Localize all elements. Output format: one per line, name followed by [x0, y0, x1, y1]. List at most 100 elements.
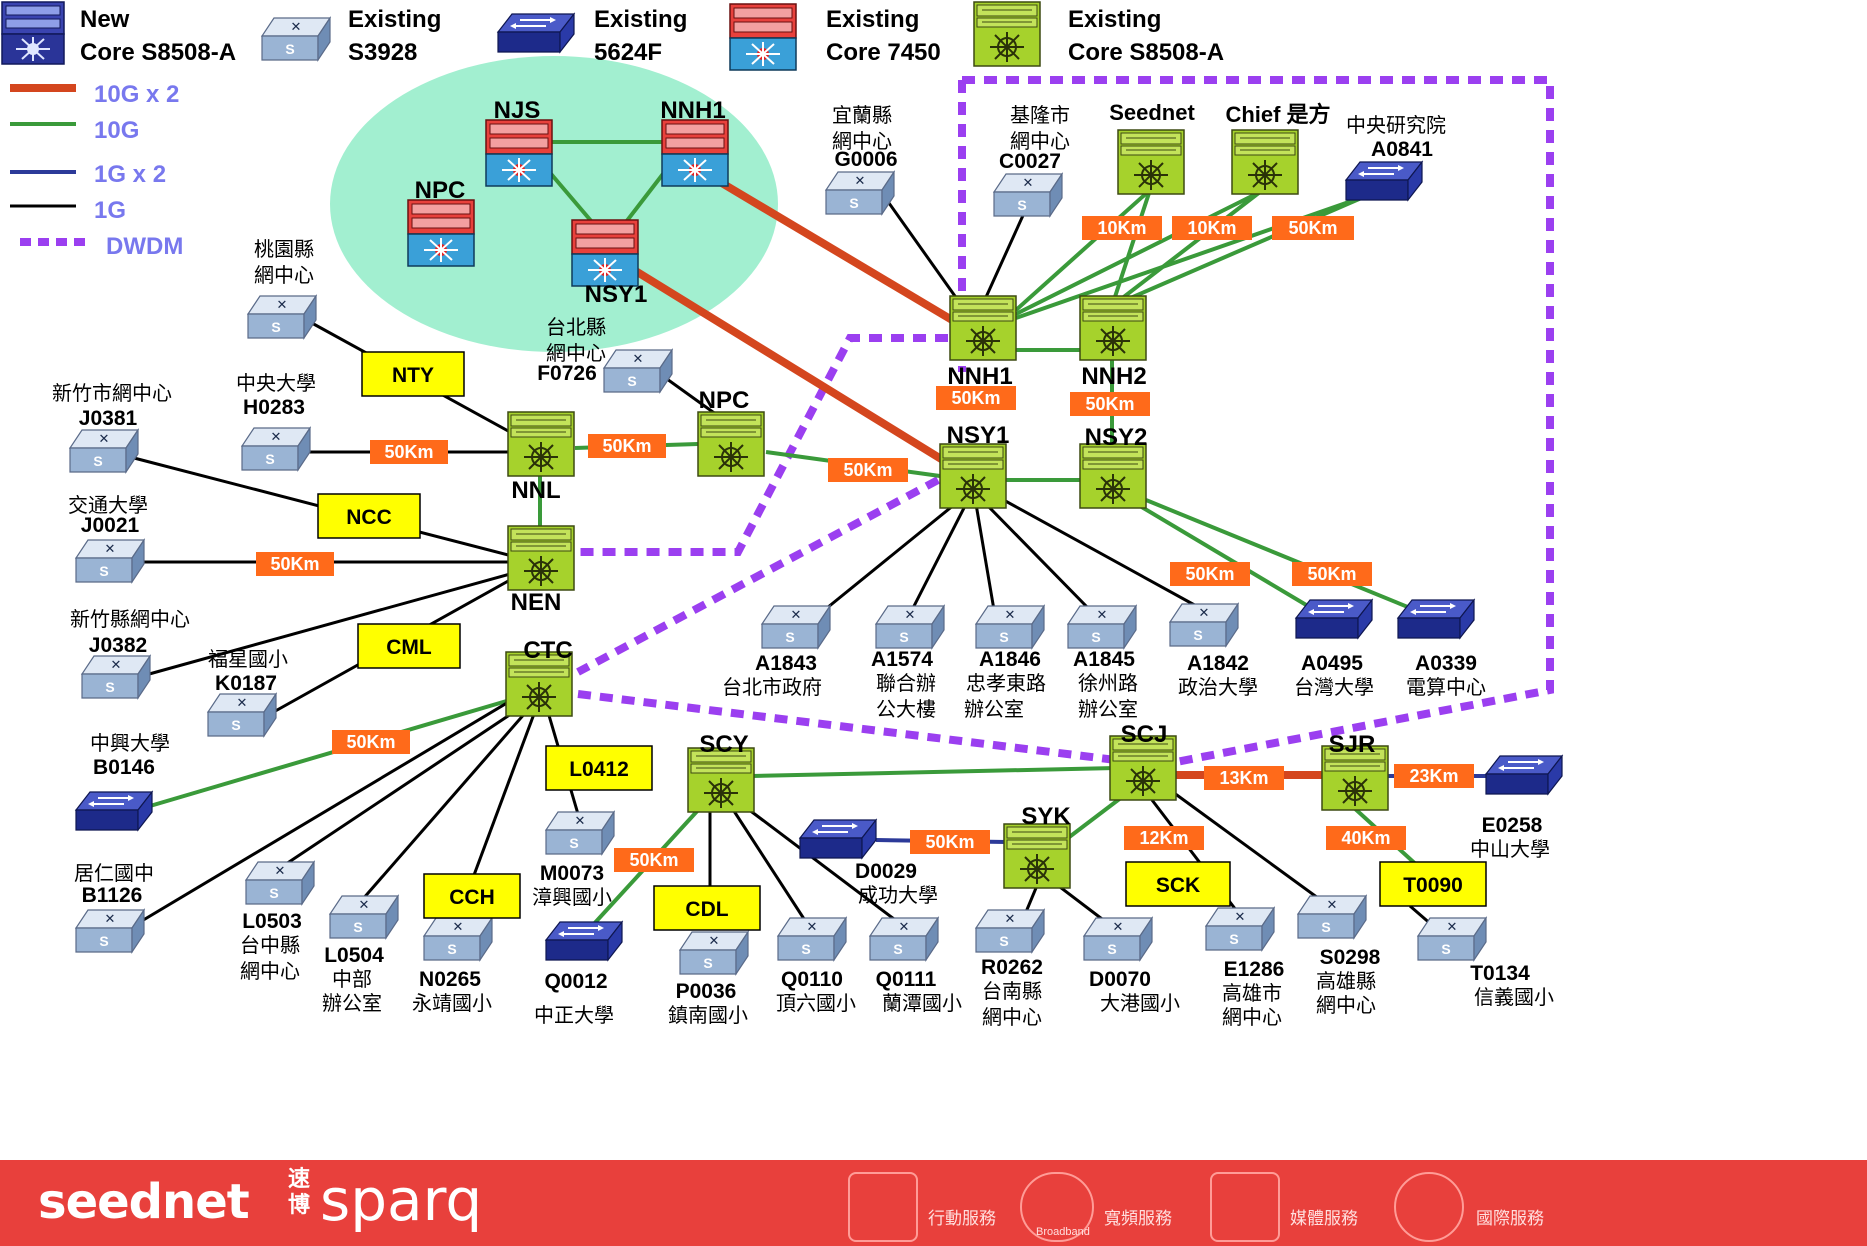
- switch-h0283[interactable]: [241, 427, 311, 471]
- switch-j0021[interactable]: [75, 539, 145, 583]
- core-seednet-label: Seednet: [1109, 100, 1195, 125]
- switch-c0027[interactable]: [993, 173, 1063, 217]
- site-a1574-cn1: 聯合辦: [876, 672, 936, 695]
- core-chief-label: Chief 是方: [1225, 102, 1330, 127]
- core-nsy1[interactable]: [939, 443, 1007, 509]
- core-syk[interactable]: [1003, 823, 1071, 889]
- 1g-links: [133, 195, 1441, 934]
- tag-d2-label: 10Km: [1187, 218, 1236, 238]
- site-t0134-cn1: 信義國小: [1474, 986, 1554, 1009]
- yellow-boxes: NTY NCC CML L0412 CCH CDL SCK T0090: [317, 351, 1487, 931]
- site-g0006-cn1: 宜蘭縣: [832, 104, 892, 127]
- site-l0503-code: L0503: [242, 910, 302, 933]
- switch-a0339[interactable]: [1397, 599, 1475, 639]
- switch-a1846[interactable]: [975, 605, 1045, 649]
- switch-a0495[interactable]: [1295, 599, 1373, 639]
- switch-a1843[interactable]: [761, 605, 831, 649]
- core-nen[interactable]: [507, 525, 575, 591]
- core-nnh1-old-label: NNH1: [660, 97, 725, 124]
- box-nty: [361, 351, 465, 397]
- switch-r0262[interactable]: [975, 909, 1045, 953]
- tag-d17: [1394, 764, 1474, 788]
- switch-a0841[interactable]: [1345, 161, 1423, 201]
- switch-e1286[interactable]: [1205, 907, 1275, 951]
- switch-l0503[interactable]: [245, 861, 315, 905]
- site-c0027-cn2: 網中心: [1010, 130, 1070, 153]
- switch-ty[interactable]: [247, 295, 317, 339]
- switch-d0070[interactable]: [1083, 917, 1153, 961]
- tag-d4: [936, 386, 1016, 410]
- core-chief[interactable]: [1231, 129, 1299, 195]
- site-r0262-code: R0262: [981, 956, 1043, 979]
- core-nnh1-old[interactable]: [661, 119, 729, 187]
- site-l0503-cn1: 台中縣: [240, 934, 300, 957]
- switch-q0110[interactable]: [777, 917, 847, 961]
- switch-a1842[interactable]: [1169, 603, 1239, 647]
- core-nnh1-label: NNH1: [947, 363, 1012, 390]
- switch-a1574[interactable]: [875, 605, 945, 649]
- switch-b0146[interactable]: [75, 791, 153, 831]
- tag-d7: [588, 434, 666, 458]
- core-nsy2[interactable]: [1079, 443, 1147, 509]
- core-npc[interactable]: [697, 411, 765, 477]
- switch-f0726[interactable]: [603, 349, 673, 393]
- site-l0504-code: L0504: [324, 944, 384, 967]
- core-npc-old-label: NPC: [415, 177, 466, 204]
- switch-t0134[interactable]: [1417, 917, 1487, 961]
- site-q0111-cn1: 蘭潭國小: [882, 992, 962, 1015]
- site-a1845-cn1: 徐州路: [1078, 672, 1138, 695]
- switch-q0111[interactable]: [869, 917, 939, 961]
- switch-d0029[interactable]: [799, 819, 877, 859]
- box-sck-label: SCK: [1156, 874, 1200, 897]
- core-nsy1-old[interactable]: [571, 219, 639, 287]
- core-nnh1[interactable]: [949, 295, 1017, 361]
- core-njs[interactable]: [485, 119, 553, 187]
- switch-p0036[interactable]: [679, 931, 749, 975]
- switch-q0012[interactable]: [545, 921, 623, 961]
- legend-link-1gx2: 1G x 2: [94, 161, 166, 188]
- site-r0262-cn2: 網中心: [982, 1006, 1042, 1029]
- switch-b1126[interactable]: [75, 909, 145, 953]
- legend-device-3-line2: 5624F: [594, 39, 662, 66]
- site-d0029-code: D0029: [855, 860, 917, 883]
- switch-n0265[interactable]: [423, 917, 493, 961]
- box-l0412-label: L0412: [569, 758, 629, 781]
- tag-d9: [256, 552, 334, 576]
- site-a1845-cn2: 辦公室: [1078, 698, 1138, 721]
- switch-s0298[interactable]: [1297, 895, 1367, 939]
- site-a1842-code: A1842: [1187, 652, 1249, 675]
- core-ctc-label: CTC: [523, 637, 572, 664]
- tag-d14-label: 50Km: [925, 832, 974, 852]
- site-a0841-code: A0841: [1371, 138, 1433, 161]
- core-nsy2-label: NSY2: [1085, 424, 1148, 451]
- core-nnh2-label: NNH2: [1081, 363, 1146, 390]
- core-npc-old[interactable]: [407, 199, 475, 267]
- site-a1846-code: A1846: [979, 648, 1041, 671]
- switch-m0073[interactable]: [545, 811, 615, 855]
- site-c0027-code: C0027: [999, 150, 1061, 173]
- site-g0006-code: G0006: [834, 148, 897, 171]
- switch-e0258[interactable]: [1485, 755, 1563, 795]
- red-core-router-icon: [729, 3, 797, 71]
- switch-a1845[interactable]: [1067, 605, 1137, 649]
- site-a0841-cn1: 中央研究院: [1346, 114, 1446, 137]
- box-t0090-label: T0090: [1403, 874, 1463, 897]
- site-r0262-cn1: 台南縣: [982, 980, 1042, 1003]
- site-a1842-cn1: 政治大學: [1178, 676, 1258, 699]
- core-nnl[interactable]: [507, 411, 575, 477]
- switch-j0382[interactable]: [81, 655, 151, 699]
- switch-j0381[interactable]: [69, 429, 139, 473]
- switch-l0504[interactable]: [329, 895, 399, 939]
- tag-d1-label: 10Km: [1097, 218, 1146, 238]
- switch-g0006[interactable]: [825, 171, 895, 215]
- site-p0036-cn1: 鎮南國小: [668, 1004, 748, 1027]
- tag-d5-label: 50Km: [1085, 394, 1134, 414]
- tag-d19: [1326, 826, 1406, 850]
- site-l0504-cn2: 辦公室: [322, 992, 382, 1015]
- s3928-switch-icon: [261, 17, 331, 61]
- core-nnh2[interactable]: [1079, 295, 1147, 361]
- tag-d16-label: 13Km: [1219, 768, 1268, 788]
- core-seednet[interactable]: [1117, 129, 1185, 195]
- switch-k0187[interactable]: [207, 693, 277, 737]
- brand-footer-bar: seednet 速博 sparq 行動服務 Broadband 寬頻服務 媒體服…: [0, 1160, 1867, 1246]
